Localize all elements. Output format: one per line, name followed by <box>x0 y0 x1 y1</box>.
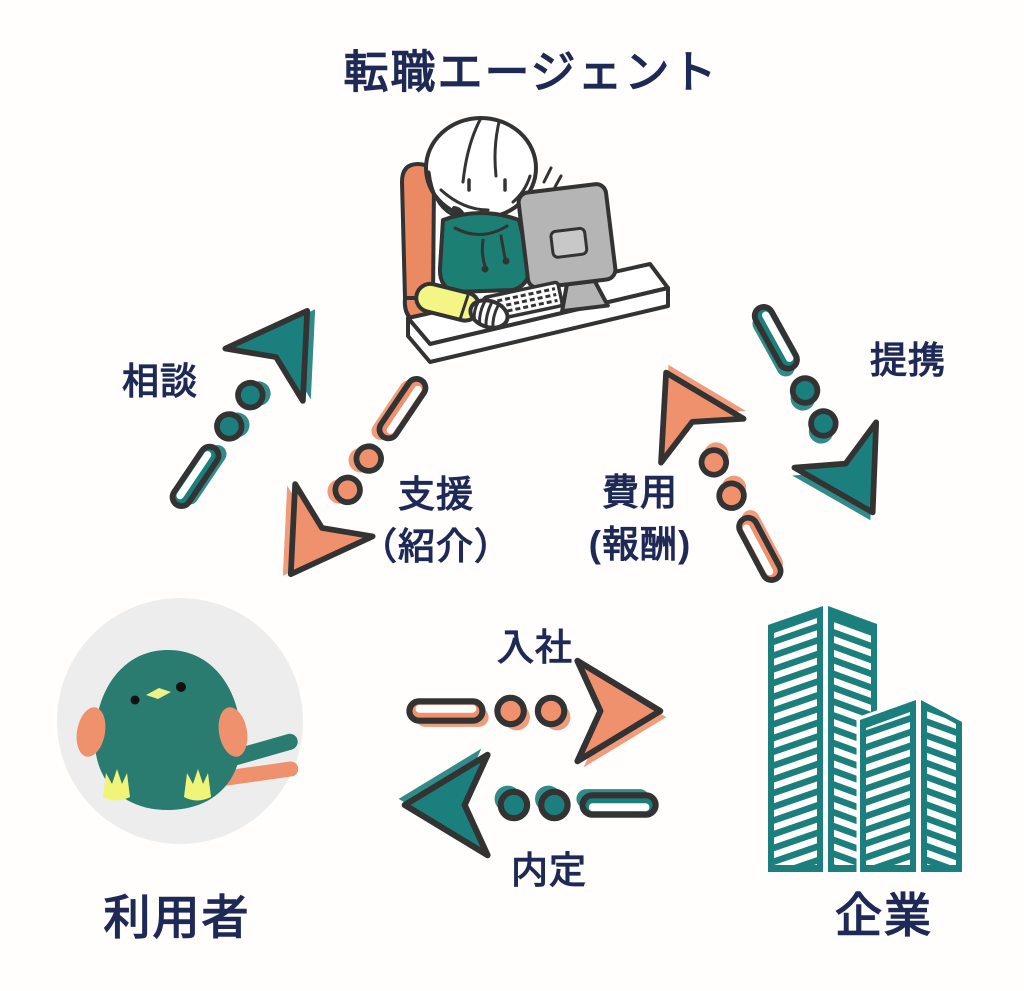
bird-eye-right <box>176 682 186 692</box>
label-shien-line2: （紹介） <box>360 526 512 567</box>
label-teikei: 提携 <box>870 340 946 382</box>
person-at-computer-illustration <box>400 116 670 364</box>
diagram-title: 転職エージェント <box>343 46 719 98</box>
bird-beak-icon <box>146 688 171 699</box>
office-buildings-illustration <box>768 606 966 876</box>
bird-body-icon <box>94 650 242 810</box>
short-building-icon <box>856 696 966 876</box>
label-hiyou: 費用 (報酬) <box>589 467 692 571</box>
notice-marks-icon <box>542 166 563 189</box>
label-hiyou-line2: (報酬) <box>588 524 692 565</box>
arrow-naitei-icon <box>399 749 656 855</box>
label-company: 企業 <box>835 889 933 943</box>
label-shien: 支援 （紹介） <box>360 469 512 573</box>
bird-illustration <box>57 598 303 844</box>
monitor-icon <box>516 182 618 314</box>
bird-wings-icon <box>76 707 248 757</box>
label-shien-line1: 支援 <box>398 474 474 516</box>
label-nyusha: 入社 <box>497 627 573 669</box>
label-hiyou-line1: 費用 <box>602 472 678 514</box>
bird-feet-icon <box>103 769 211 801</box>
label-user: 利用者 <box>103 891 251 945</box>
hand-icon <box>468 298 510 330</box>
arrow-nyusha-icon <box>409 661 666 767</box>
label-soudan: 相談 <box>122 361 198 403</box>
label-naitei: 内定 <box>511 850 587 892</box>
bird-eye-left <box>130 695 140 705</box>
